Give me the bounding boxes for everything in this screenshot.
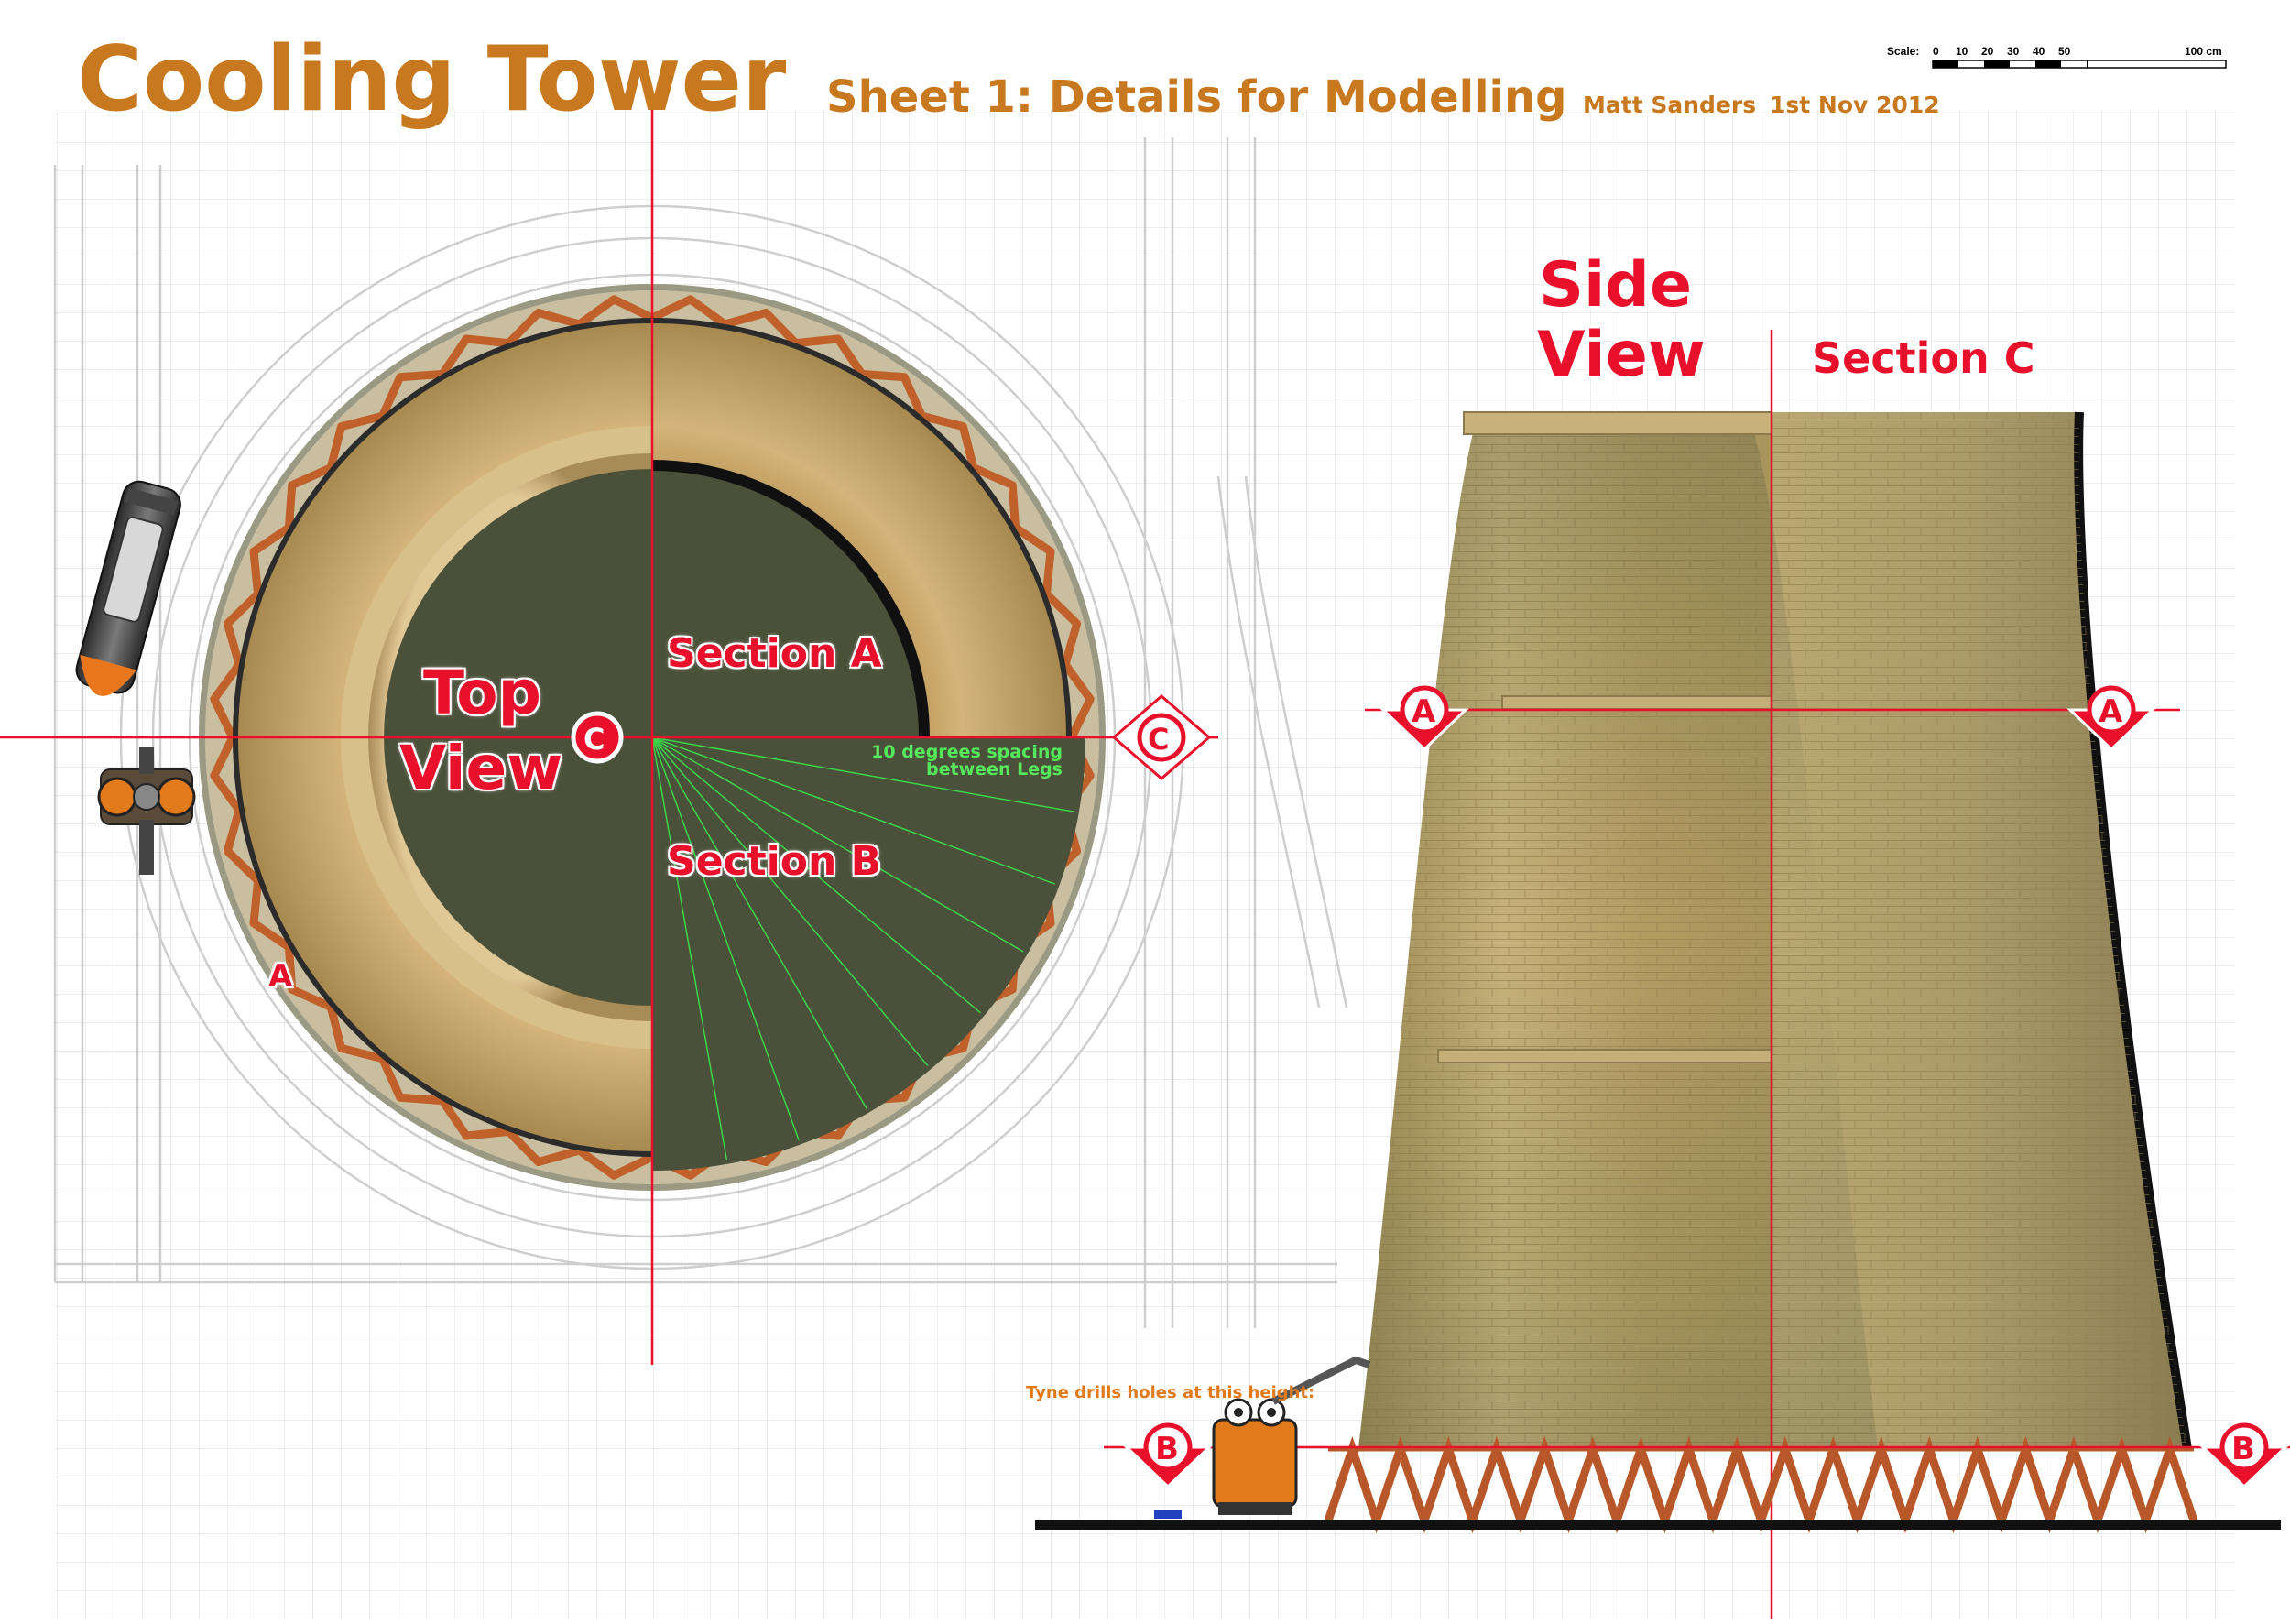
scale-label: Scale: xyxy=(1887,45,1919,58)
tyne-robot-side-view xyxy=(1154,1356,1371,1519)
side-view-title-line1: Side xyxy=(1539,249,1693,322)
scale-tick: 10 xyxy=(1956,45,1968,58)
track-marker-a: A xyxy=(268,958,293,995)
scale-tick: 50 xyxy=(2058,45,2071,58)
legs-spacing-note-line2: between Legs xyxy=(926,759,1063,779)
leg-spacing-line xyxy=(651,736,1056,885)
top-view-title-line2: View xyxy=(399,733,563,803)
section-c-marker-right xyxy=(1111,694,1212,780)
top-view xyxy=(0,110,1218,1365)
leg-spacing-line xyxy=(651,736,867,1109)
section-c-marker-center-letter: C xyxy=(583,722,605,757)
section-b-marker-right xyxy=(2199,1422,2289,1489)
scale-end-label: 100 cm xyxy=(2185,45,2222,58)
leg-spacing-line xyxy=(651,736,800,1141)
section-a-marker-left-letter: A xyxy=(1412,693,1436,730)
drill-height-note: Tyne drills holes at this height: xyxy=(1026,1383,1315,1402)
section-c-marker-right-letter: C xyxy=(1148,722,1170,757)
leg-spacing-line xyxy=(651,736,929,1066)
section-a-marker-right-letter: A xyxy=(2099,693,2123,730)
side-view-title-line2: View xyxy=(1537,319,1706,391)
scale-tick: 40 xyxy=(2033,45,2045,58)
section-a-marker-right xyxy=(2066,685,2156,752)
section-b-marker-left xyxy=(1123,1422,1213,1489)
scale-tick: 0 xyxy=(1933,45,1939,58)
sheet-subtitle: Sheet 1: Details for Modelling xyxy=(826,71,1567,123)
section-c-marker-center xyxy=(571,711,624,764)
section-a-marker-left xyxy=(1379,685,1469,752)
leg-spacing-line xyxy=(651,736,1075,813)
section-c-label: Section C xyxy=(1812,333,2035,383)
leg-spacing-line xyxy=(651,736,1024,953)
section-b-marker-right-letter: B xyxy=(2231,1431,2255,1467)
locomotive-top-view xyxy=(75,480,181,696)
top-view-right-half xyxy=(651,460,1085,1171)
side-view xyxy=(1035,330,2290,1619)
sheet-date: 1st Nov 2012 xyxy=(1770,92,1940,118)
scale-bar xyxy=(1932,60,2227,69)
leg-spacing-line xyxy=(651,736,728,1161)
legs-spacing-note-line1: 10 degrees spacing xyxy=(871,742,1063,762)
author-name: Matt Sanders xyxy=(1583,92,1757,118)
page-title: Cooling Tower xyxy=(77,27,787,132)
tyne-robot-top-view xyxy=(97,747,196,875)
scale-tick: 30 xyxy=(2007,45,2020,58)
scale-tick: 20 xyxy=(1981,45,1994,58)
section-a-label: Section A xyxy=(667,630,882,677)
section-b-marker-left-letter: B xyxy=(1155,1431,1179,1467)
leg-spacing-line xyxy=(651,736,981,1014)
top-view-title-line1: Top xyxy=(423,658,541,728)
section-b-label: Section B xyxy=(667,838,882,885)
legs-spacing-note: 10 degrees spacing between Legs xyxy=(843,744,1063,779)
